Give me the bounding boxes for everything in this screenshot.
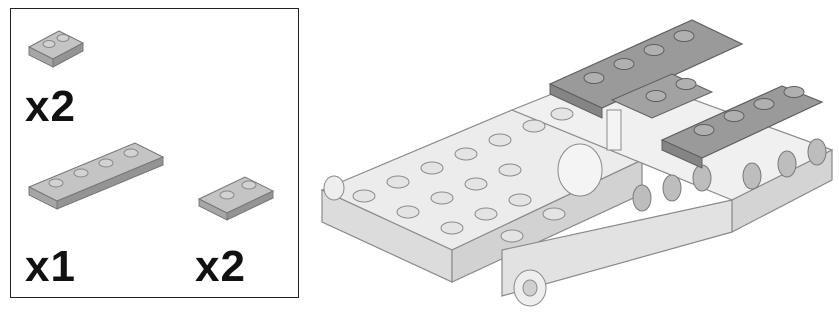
assembled-model-illustration (312, 0, 839, 326)
quantity-label: x2 (25, 85, 76, 129)
quantity-label: x1 (25, 245, 76, 289)
quantity-label: x2 (195, 245, 246, 289)
plate-1x2-icon (25, 25, 87, 69)
parts-list-box: x2 x1 x2 (10, 8, 299, 298)
plate-1x2-icon (195, 171, 277, 221)
plate-1x4-icon (25, 139, 167, 213)
